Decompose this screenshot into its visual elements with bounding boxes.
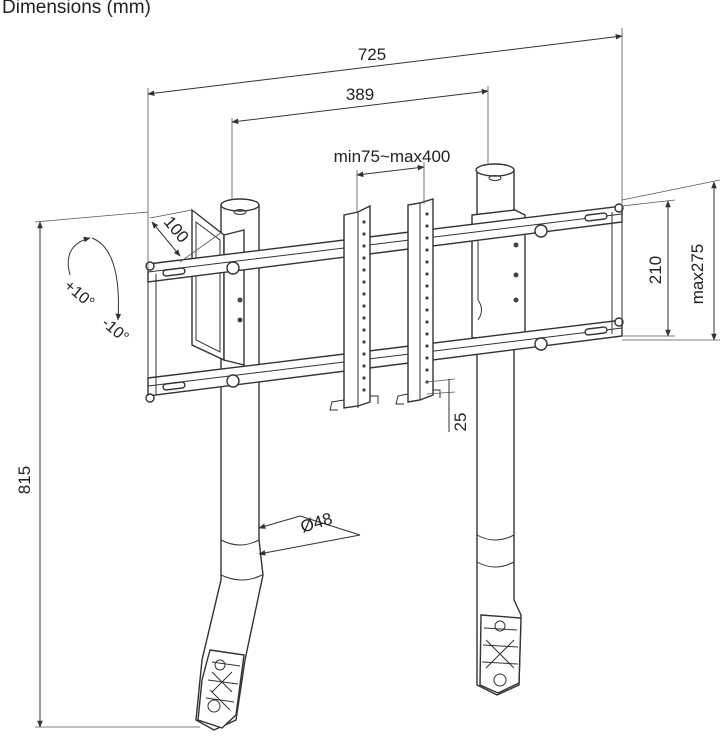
dim-max-height: max275	[621, 179, 720, 341]
dim-pole-spacing: 389	[231, 85, 489, 200]
rail-frame-right-edge	[611, 206, 623, 336]
dim-vesa-range: min75~max400	[334, 147, 451, 212]
right-pole-clamp	[471, 209, 526, 339]
right-vesa-strap	[395, 198, 441, 405]
label-max-height: max275	[688, 244, 707, 304]
label-tilt-down: -10°	[98, 315, 132, 347]
label-hole-pitch: 25	[451, 413, 470, 432]
label-vesa-range: min75~max400	[334, 147, 451, 166]
page-title: Dimensions (mm)	[2, 0, 151, 18]
label-rail-height: 210	[646, 256, 665, 284]
dim-pole-diameter: Ø48	[258, 509, 361, 556]
rail-frame-left-edge	[147, 270, 157, 396]
label-overall-width: 725	[358, 45, 386, 64]
label-pole-diameter: Ø48	[298, 509, 334, 537]
label-total-height: 815	[15, 466, 34, 494]
dim-overall-width: 725	[147, 28, 623, 270]
tilt-indicator: +10° -10°	[61, 236, 132, 347]
dim-hole-pitch: 25	[426, 378, 470, 432]
dim-total-height: 815	[15, 211, 200, 728]
label-arm-depth: 100	[160, 212, 193, 246]
left-pole	[195, 198, 264, 731]
label-pole-spacing: 389	[346, 85, 374, 104]
dim-rail-height: 210	[621, 199, 676, 337]
left-pole-clamp	[191, 208, 245, 366]
left-vesa-strap	[329, 204, 379, 411]
label-tilt-up: +10°	[61, 277, 98, 312]
